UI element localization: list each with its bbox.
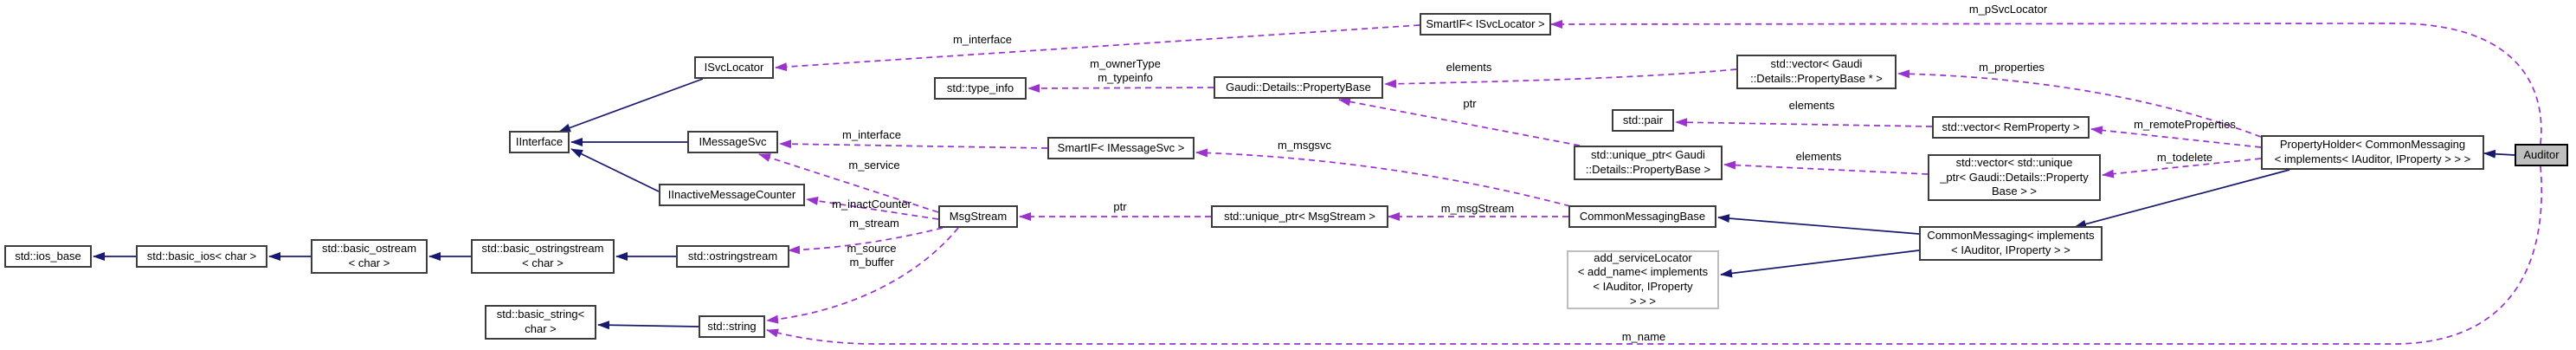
node-msgstream[interactable]: MsgStream xyxy=(938,205,1018,228)
node-std-vector-unique-ptr-propertybase[interactable]: std::vector< std::unique _ptr< Gaudi::De… xyxy=(1928,154,2101,201)
node-commonmessagingbase[interactable]: CommonMessagingBase xyxy=(1568,205,1716,228)
edge-propertyholder-to-vector-unique-ptr xyxy=(2102,158,2262,178)
edge-label-ptr-msgstream: ptr xyxy=(1113,200,1127,213)
node-std-ios-base[interactable]: std::ios_base xyxy=(4,245,92,268)
edge-vector-remproperty-to-pair xyxy=(1675,118,1933,127)
edge-label-m-service: m_service xyxy=(848,159,900,172)
edge-unique-ptr-propertybase-to-propertybase xyxy=(1338,97,1581,146)
edge-label-m-properties: m_properties xyxy=(1979,61,2045,74)
edge-auditor-to-string xyxy=(766,165,2543,345)
edge-label-elements-unique-ptr: elements xyxy=(1795,150,1842,163)
node-smartif-isvclocator[interactable]: SmartIF< ISvcLocator > xyxy=(1420,13,1551,36)
node-iinterface[interactable]: IInterface xyxy=(509,131,570,153)
edge-label-m-msgsvc: m_msgsvc xyxy=(1277,139,1332,152)
edge-label-m-interface-svclocator: m_interface xyxy=(953,33,1012,46)
node-std-type-info[interactable]: std::type_info xyxy=(934,77,1027,100)
edge-propertyholder-to-commonmessaging xyxy=(2074,169,2290,229)
edge-msgstream-to-iinactivemessagecounter xyxy=(806,197,939,220)
node-std-pair[interactable]: std::pair xyxy=(1612,109,1674,132)
edge-iinactivemessagecounter-to-iinterface xyxy=(570,148,660,192)
edge-commonmessaging-to-add-servicelocator xyxy=(1720,250,1920,278)
node-propertyholder[interactable]: PropertyHolder< CommonMessaging < implem… xyxy=(2261,135,2484,170)
edge-vector-propertybase-to-propertybase xyxy=(1384,68,1737,88)
edge-label-m-interface-imessagesvc: m_interface xyxy=(842,128,901,141)
node-imessagesvc[interactable]: IMessageSvc xyxy=(687,131,778,153)
edge-msgstream-to-string xyxy=(766,227,959,324)
node-add-servicelocator[interactable]: add_serviceLocator < add_name< implement… xyxy=(1567,250,1719,309)
node-std-vector-propertybase-ptr[interactable]: std::vector< Gaudi ::Details::PropertyBa… xyxy=(1736,55,1897,89)
edge-auditor-to-propertyholder xyxy=(2483,149,2515,159)
edge-msgstream-to-ostringstream xyxy=(788,227,943,255)
edge-label-m-msgstream: m_msgStream xyxy=(1440,202,1515,215)
node-commonmessaging[interactable]: CommonMessaging< implements < IAuditor, … xyxy=(1919,226,2103,261)
edge-auditor-to-smartif-isvclocator xyxy=(1550,19,2542,145)
edge-label-elements-pair: elements xyxy=(1788,99,1835,112)
edge-commonmessaging-to-commonmessagingbase xyxy=(1717,214,1920,235)
edge-label-m-name: m_name xyxy=(1621,330,1666,343)
node-std-string[interactable]: std::string xyxy=(699,315,765,338)
node-auditor[interactable]: Auditor xyxy=(2515,144,2568,166)
node-std-basic-ostream[interactable]: std::basic_ostream < char > xyxy=(311,239,428,274)
edge-label-m-stream: m_stream xyxy=(849,217,899,230)
node-std-unique-ptr-propertybase[interactable]: std::unique_ptr< Gaudi ::Details::Proper… xyxy=(1574,146,1723,180)
node-std-basic-string[interactable]: std::basic_string< char > xyxy=(485,305,596,340)
edge-label-m-psvclocator: m_pSvcLocator xyxy=(1968,3,2048,16)
edge-msgstream-to-imessagesvc xyxy=(758,153,939,213)
node-std-basic-ostringstream[interactable]: std::basic_ostringstream < char > xyxy=(471,239,615,274)
edge-label-m-inactcounter: m_inactCounter xyxy=(832,198,911,211)
node-iinactivemessagecounter[interactable]: IInactiveMessageCounter xyxy=(659,184,805,206)
node-gaudi-details-propertybase[interactable]: Gaudi::Details::PropertyBase xyxy=(1214,76,1383,99)
node-std-vector-remproperty[interactable]: std::vector< RemProperty > xyxy=(1932,116,2090,139)
edge-string-to-basic-string xyxy=(597,321,699,330)
node-smartif-imessagesvc[interactable]: SmartIF< IMessageSvc > xyxy=(1047,137,1195,159)
node-isvclocator[interactable]: ISvcLocator xyxy=(694,56,774,79)
edge-label-m-todelete: m_todelete xyxy=(2156,151,2213,164)
edge-label-m-source-m-buffer: m_source m_buffer xyxy=(847,242,897,269)
node-std-unique-ptr-msgstream[interactable]: std::unique_ptr< MsgStream > xyxy=(1211,205,1388,228)
edge-label-m-ownertype-m-typeinfo: m_ownerType m_typeinfo xyxy=(1090,57,1161,85)
edge-label-m-remoteproperties: m_remoteProperties xyxy=(2134,118,2236,131)
edge-label-ptr-propertybase: ptr xyxy=(1463,97,1477,110)
edge-propertyholder-to-vector-remproperty xyxy=(2090,126,2262,148)
edge-isvclocator-to-iinterface xyxy=(558,78,704,133)
edge-commonmessagingbase-to-smartif-imessagesvc xyxy=(1195,148,1571,207)
node-std-ostringstream[interactable]: std::ostringstream xyxy=(676,245,789,268)
edge-vector-unique-ptr-to-unique-ptr-propertybase xyxy=(1723,160,1929,175)
edge-label-elements-propertybase: elements xyxy=(1446,61,1492,74)
edge-smartif-imessagesvc-to-imessagesvc xyxy=(779,139,1048,149)
node-std-basic-ios[interactable]: std::basic_ios< char > xyxy=(136,245,267,268)
edge-smartif-isvclocator-to-isvclocator xyxy=(775,24,1420,72)
